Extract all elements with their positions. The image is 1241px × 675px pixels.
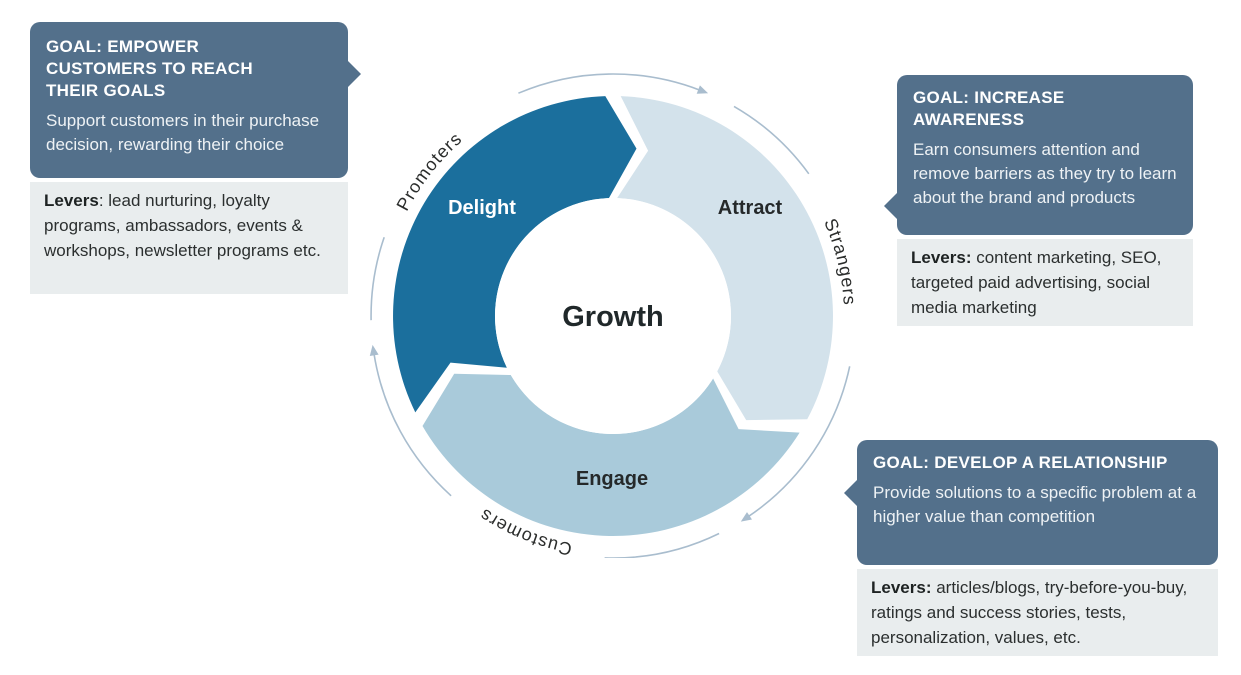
segment-engage [422,373,800,537]
center-circle [495,198,731,434]
cycle-arc [518,73,700,94]
callout-engage-body: Provide solutions to a specific problem … [873,483,1197,526]
cycle-arc [733,105,810,175]
callout-engage-title: GOAL: DEVELOP A RELATIONSHIP [873,453,1168,472]
cycle-arc [373,353,452,497]
outer-cycle-arcs [370,73,851,558]
callout-delight-levers: Levers: lead nurturing, loyalty programs… [30,182,348,294]
levers-label: Levers: [871,578,932,597]
callout-pointer-icon [884,192,898,220]
cycle-arc [604,532,720,558]
callout-delight-goal: GOAL: EMPOWER CUSTOMERS TO REACH THEIR G… [30,22,361,178]
segment-label-attract: Attract [718,197,783,219]
segment-attract [617,96,833,421]
flywheel-diagram: Delight Attract Engage Growth Promoters … [369,73,858,558]
levers-text: articles/blogs, try-before-you-buy, rati… [871,578,1188,647]
cycle-arc [370,236,385,321]
callout-delight-body: Support customers in their purchase deci… [46,111,320,154]
callout-pointer-icon [347,60,361,88]
segment-delight [393,96,637,413]
callout-attract-title: GOAL: INCREASE AWARENESS [913,88,1065,129]
callout-attract-levers: Levers: content marketing, SEO, targeted… [897,239,1193,326]
levers-label: Levers: [911,248,972,267]
arrowhead-icon [696,85,709,94]
segment-label-delight: Delight [448,197,516,219]
callout-pointer-icon [844,479,858,507]
callout-delight-title: GOAL: EMPOWER CUSTOMERS TO REACH THEIR G… [46,37,253,100]
segment-label-engage: Engage [576,468,648,490]
flywheel-center-label: Growth [562,301,664,333]
cycle-arc [747,366,851,518]
levers-text: content marketing, SEO, targeted paid ad… [911,248,1162,317]
arrowhead-icon [740,512,752,522]
levers-label: Levers [44,191,99,210]
levers-text: : lead nurturing, loyalty programs, amba… [44,191,321,260]
callout-engage-levers: Levers: articles/blogs, try-before-you-b… [857,569,1218,656]
arrowhead-icon [369,344,379,356]
outer-cycle-arrowheads [369,85,752,522]
callout-attract-body: Earn consumers attention and remove barr… [913,140,1177,207]
callout-attract-goal: GOAL: INCREASE AWARENESS Earn consumers … [884,75,1193,235]
callout-engage-goal: GOAL: DEVELOP A RELATIONSHIP Provide sol… [844,440,1218,565]
